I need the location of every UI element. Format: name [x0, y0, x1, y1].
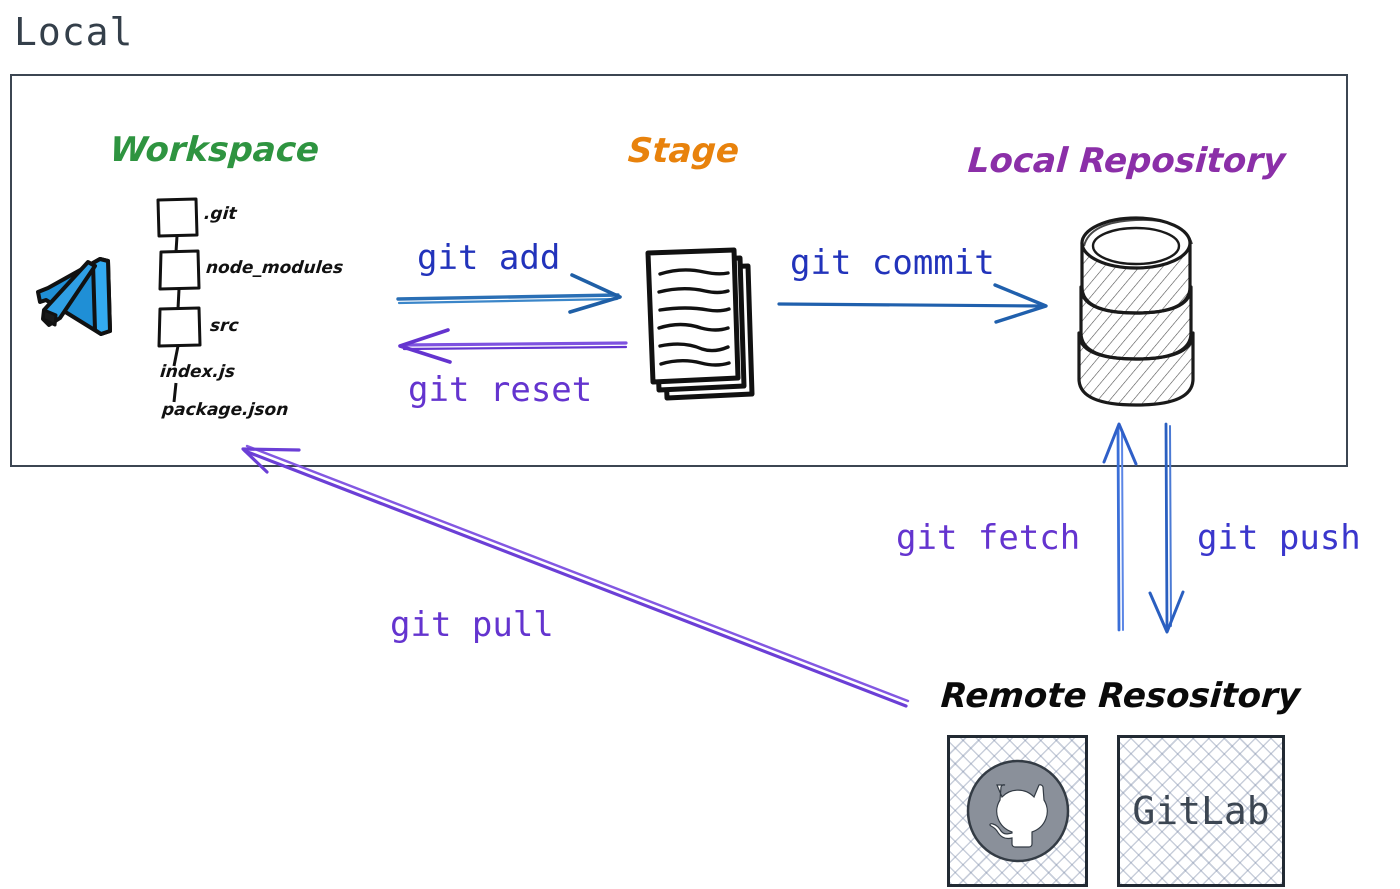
git-pull-label: git pull	[390, 605, 554, 645]
gitlab-label: GitLab	[1132, 789, 1270, 833]
local-repository-heading: Local Repository	[966, 141, 1287, 181]
tree-label-index-js: index.js	[159, 362, 236, 382]
git-push-label: git push	[1197, 518, 1361, 558]
tree-label-package-json: package.json	[161, 400, 290, 420]
github-octocat-icon	[966, 759, 1069, 863]
git-pull-arrow	[241, 444, 910, 708]
github-provider-box[interactable]	[947, 735, 1088, 887]
remote-repository-heading: Remote Resository	[939, 676, 1302, 716]
git-commit-label: git commit	[790, 243, 995, 283]
git-add-label: git add	[417, 238, 561, 278]
git-reset-label: git reset	[408, 370, 593, 410]
workspace-heading: Workspace	[108, 130, 321, 170]
stage-heading: Stage	[626, 131, 741, 171]
tree-label-src: src	[209, 316, 240, 336]
gitlab-provider-box[interactable]: GitLab	[1117, 735, 1285, 887]
tree-label-dotgit: .git	[203, 204, 238, 224]
page-title: Local	[14, 10, 134, 54]
tree-label-node-modules: node_modules	[205, 258, 344, 278]
git-fetch-label: git fetch	[896, 518, 1081, 558]
